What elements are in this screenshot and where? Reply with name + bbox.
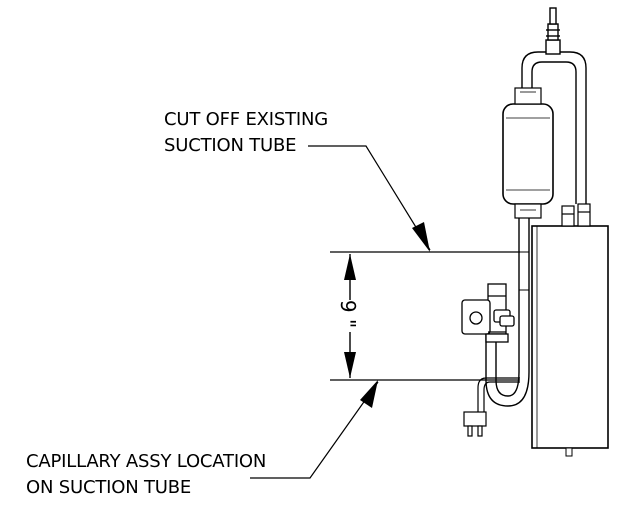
- callout-bottom-line1: CAPILLARY ASSY LOCATION: [26, 451, 267, 472]
- tank-fittings: [561, 203, 591, 227]
- upper-tube-loop: [521, 7, 587, 204]
- callout-top-line2: SUCTION TUBE: [164, 135, 297, 156]
- capillary-wire: [463, 377, 520, 437]
- callout-bottom-line2: ON SUCTION TUBE: [26, 477, 192, 498]
- accumulator-tank: [531, 225, 609, 457]
- suction-tube: [485, 218, 530, 407]
- leader-top: [308, 145, 431, 252]
- leader-bottom: [250, 380, 379, 479]
- filter-drier: [502, 87, 554, 219]
- dimension-arrows: [344, 254, 356, 378]
- solenoid-valve: [461, 283, 515, 343]
- callout-top-line1: CUT OFF EXISTING: [164, 109, 329, 130]
- dimension-value: 9 ": [336, 299, 361, 329]
